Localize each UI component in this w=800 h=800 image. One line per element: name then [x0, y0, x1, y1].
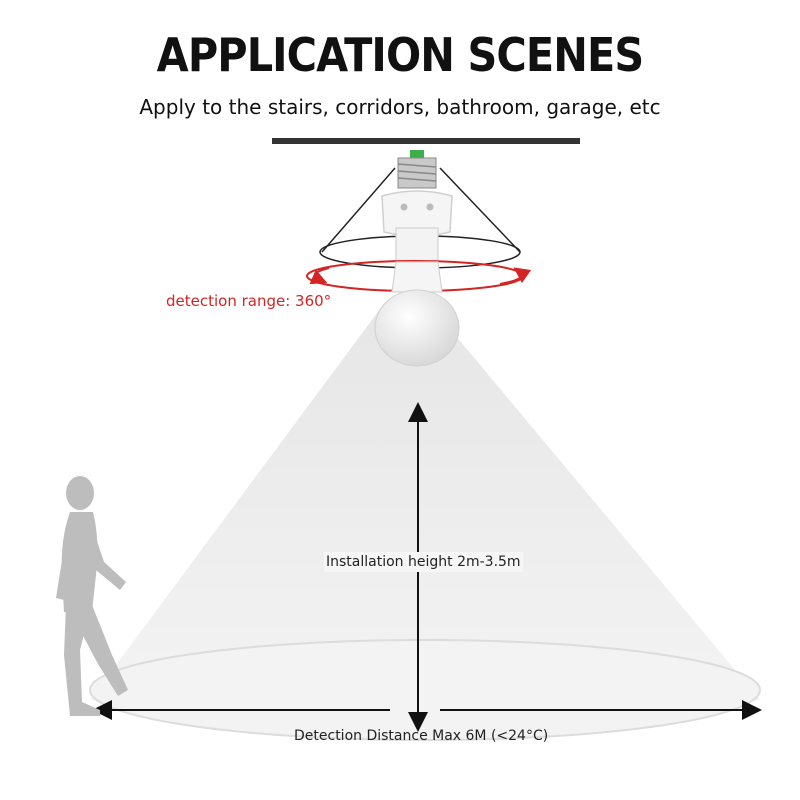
- page-subtitle: Apply to the stairs, corridors, bathroom…: [139, 95, 661, 119]
- bulb-neck: [391, 261, 443, 293]
- sensor-range-lines: [321, 167, 521, 253]
- floor-detection-area: [89, 639, 761, 741]
- installation-height-label: Installation height 2m-3.5m: [324, 552, 523, 572]
- socket-thread: [397, 157, 437, 189]
- ceiling-bar: [272, 138, 580, 144]
- detection-distance-label: Detection Distance Max 6M (<24°C): [294, 728, 549, 744]
- detection-range-label: detection range: 360°: [166, 292, 332, 310]
- bulb: [374, 289, 460, 367]
- socket-tip: [410, 150, 424, 160]
- page-title: APPLICATION SCENES: [156, 28, 645, 82]
- person-icon: [56, 476, 128, 716]
